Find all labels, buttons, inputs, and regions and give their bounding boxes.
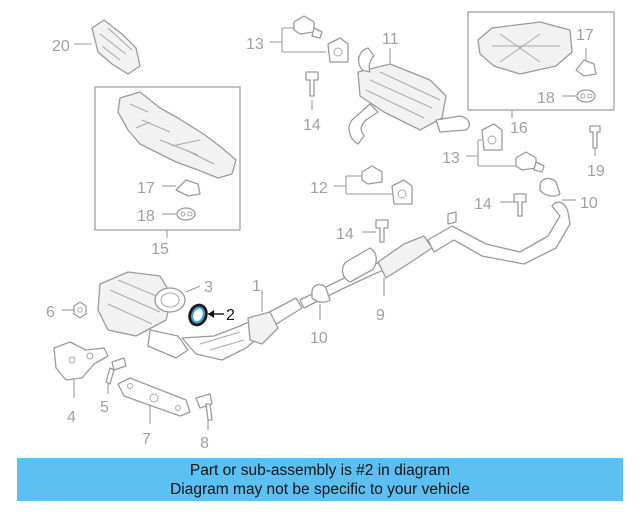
callout-14-middle: 14: [336, 226, 354, 243]
callout-13-top: 13: [246, 36, 264, 53]
callout-16: 16: [510, 120, 528, 137]
rear-shield-group-box: [467, 11, 615, 111]
callout-8: 8: [200, 435, 209, 452]
callout-19: 19: [587, 163, 605, 180]
bolt-14-top[interactable]: [305, 71, 319, 97]
gasket-2-highlighted[interactable]: [187, 303, 209, 327]
intermediate-pipe[interactable]: [299, 201, 571, 309]
callout-14-top: 14: [303, 117, 321, 134]
callout-4: 4: [67, 409, 76, 426]
callout-17-box16: 17: [576, 27, 594, 44]
heat-shield-rear[interactable]: [477, 21, 573, 75]
rubber-hanger-top[interactable]: [327, 37, 349, 63]
front-pipe[interactable]: [181, 297, 303, 361]
callout-10-left: 10: [310, 330, 328, 347]
bolt-14-right[interactable]: [513, 193, 527, 217]
clamp-10-right[interactable]: [539, 177, 561, 197]
rubber-mount-17-box15[interactable]: [175, 179, 201, 197]
callout-2: 2: [226, 307, 235, 324]
callout-10-right: 10: [580, 195, 598, 212]
bolt-8[interactable]: [195, 393, 213, 421]
callout-15: 15: [151, 241, 169, 258]
callout-1: 1: [252, 278, 261, 295]
clamp-13-right[interactable]: [515, 151, 545, 173]
bracket-7[interactable]: [117, 377, 191, 417]
bolt-14-middle[interactable]: [375, 219, 389, 243]
heat-shield-lower[interactable]: [117, 91, 237, 179]
flange-gasket-3[interactable]: [154, 287, 186, 313]
rear-muffler[interactable]: [348, 47, 471, 145]
heat-shield-20[interactable]: [91, 19, 141, 75]
banner-line-2: Diagram may not be specific to your vehi…: [170, 481, 470, 498]
callout-6: 6: [46, 304, 55, 321]
callout-14-right: 14: [474, 196, 492, 213]
callout-18-box16: 18: [537, 90, 555, 107]
callout-20: 20: [52, 38, 70, 55]
nut-18-box15[interactable]: [176, 207, 196, 221]
callout-9: 9: [376, 307, 385, 324]
catalytic-converter[interactable]: [97, 271, 189, 359]
callout-13-right: 13: [442, 150, 460, 167]
rubber-hanger-12[interactable]: [391, 179, 413, 205]
rubber-mount-17-box16[interactable]: [575, 59, 597, 77]
clamp-10-left[interactable]: [311, 283, 331, 303]
callout-12: 12: [310, 180, 328, 197]
bolt-19[interactable]: [589, 125, 601, 149]
callout-7: 7: [142, 431, 151, 448]
exhaust-system-diagram: 17 18 15 17 18 16 20 11: [46, 11, 615, 452]
callout-18-box15: 18: [137, 208, 155, 225]
nut-18-box16[interactable]: [576, 89, 596, 103]
rubber-hanger-right[interactable]: [481, 123, 503, 151]
banner-line-1: Part or sub-assembly is #2 in diagram: [189, 462, 451, 479]
callout-3: 3: [204, 279, 213, 296]
bracket-4[interactable]: [53, 341, 109, 381]
bolt-5[interactable]: [105, 357, 127, 385]
callout-17-box15: 17: [137, 180, 155, 197]
callout-5: 5: [100, 399, 109, 416]
info-banner: Part or sub-assembly is #2 in diagram Di…: [17, 458, 623, 501]
clamp-12[interactable]: [361, 165, 383, 185]
clamp-13-top[interactable]: [293, 15, 323, 39]
nut-6[interactable]: [73, 301, 87, 319]
callout-11: 11: [382, 31, 399, 48]
